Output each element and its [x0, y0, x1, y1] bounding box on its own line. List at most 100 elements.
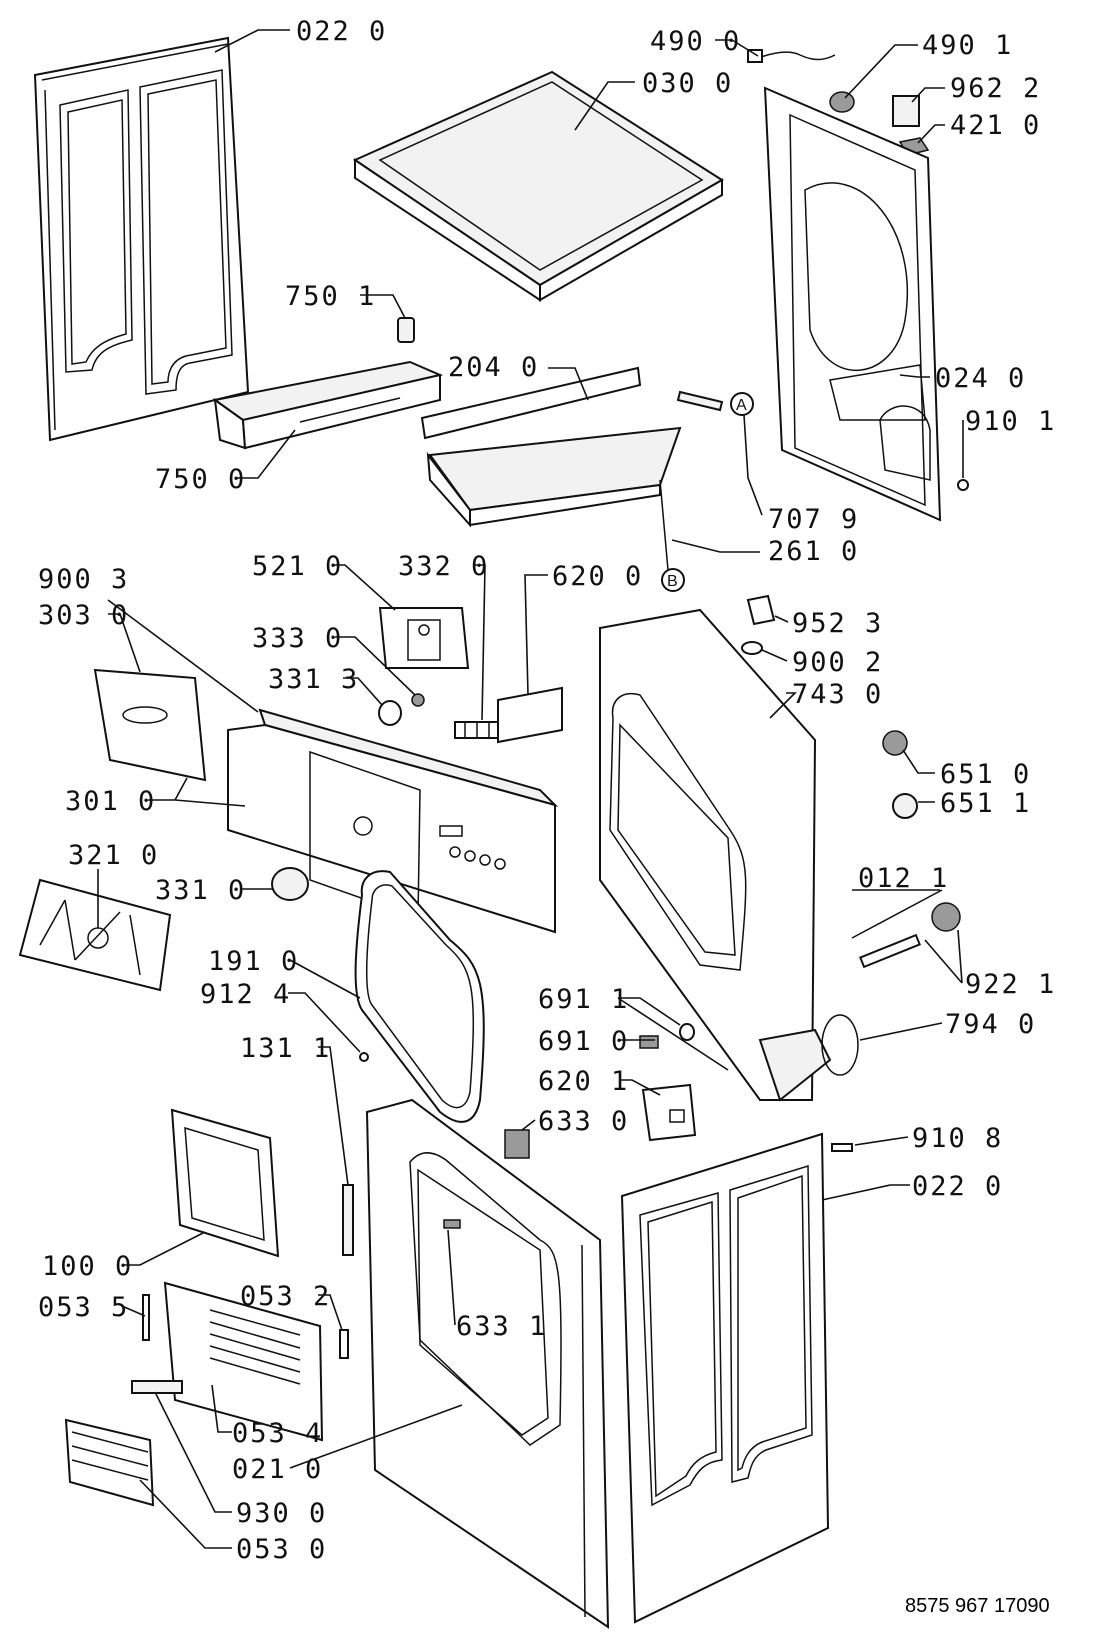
control-board: [497, 686, 563, 744]
callout-794-0: 794 0: [945, 1009, 1036, 1040]
knob-ring: [378, 700, 402, 726]
callout-910-8: 910 8: [912, 1123, 1003, 1154]
drum-shaft: [851, 889, 961, 969]
callout-012-1: 012 1: [858, 863, 949, 894]
screw-912-4: [359, 1052, 369, 1062]
callout-633-0: 633 0: [538, 1106, 629, 1137]
cap: [397, 317, 415, 343]
ring-691-1: [679, 1023, 695, 1041]
callout-131-1: 131 1: [240, 1033, 331, 1064]
kickplate-grille: [163, 1281, 324, 1442]
label-part: [892, 95, 920, 127]
callout-691-0: 691 0: [538, 1026, 629, 1057]
callout-691-1: 691 1: [538, 984, 629, 1015]
callout-900-3: 900 3: [38, 564, 129, 595]
callout-490-1: 490 1: [922, 30, 1013, 61]
latch-930-0: [131, 1380, 183, 1394]
callout-952-3: 952 3: [792, 608, 883, 639]
back-panel: [763, 86, 942, 522]
callout-053-2: 053 2: [240, 1281, 331, 1312]
callout-261-0: 261 0: [768, 536, 859, 567]
door-seal: [354, 870, 485, 1123]
thermostat: [746, 594, 776, 626]
callout-633-1: 633 1: [456, 1311, 547, 1342]
hinge-053-2: [339, 1329, 349, 1359]
callout-331-0: 331 0: [155, 875, 246, 906]
door-handle-frame: [170, 1108, 280, 1258]
callout-204-0: 204 0: [448, 352, 539, 383]
callout-301-0: 301 0: [65, 786, 156, 817]
side-panel-left: [33, 36, 250, 442]
callout-620-0: 620 0: [552, 561, 643, 592]
callout-332-0: 332 0: [398, 551, 489, 582]
callout-022-0-top: 022 0: [296, 16, 387, 47]
condensate-duct: [420, 366, 682, 571]
front-panel: [365, 1098, 610, 1629]
control-module: [641, 1083, 697, 1142]
callout-750-0: 750 0: [155, 464, 246, 495]
callout-620-1: 620 1: [538, 1066, 629, 1097]
sensor-691-0: [639, 1035, 659, 1049]
callout-421-0: 421 0: [950, 110, 1041, 141]
leader-lines: [97, 29, 964, 1549]
button-set: [454, 721, 504, 739]
callout-930-0: 930 0: [236, 1498, 327, 1529]
switch-part: [411, 693, 425, 707]
control-bracket: [378, 607, 470, 669]
front-shield: [599, 608, 832, 1102]
control-panel: [227, 708, 559, 934]
door-hinge: [342, 1184, 354, 1256]
screw-910-8: [831, 1143, 853, 1152]
power-cord: [747, 49, 836, 63]
clip-900-2: [741, 641, 763, 655]
screw-910-1: [957, 479, 969, 491]
callout-922-1: 922 1: [965, 969, 1056, 1000]
belt-ring: [821, 1014, 859, 1076]
callout-962-2: 962 2: [950, 73, 1041, 104]
callout-100-0: 100 0: [42, 1251, 133, 1282]
callout-053-5: 053 5: [38, 1292, 129, 1323]
hose: A: [676, 390, 754, 416]
filter-panel: [18, 878, 172, 992]
callout-labels: 022 0 030 0 490 0 490 1 962 2 421 0 750 …: [38, 16, 1056, 1565]
callout-910-1: 910 1: [965, 406, 1056, 437]
pump-ring: [892, 793, 918, 819]
striker-633-1: [443, 1219, 461, 1229]
callout-651-1: 651 1: [940, 788, 1031, 819]
water-container: [212, 360, 444, 450]
drawing-number: 8575 967 17090: [905, 1595, 1050, 1617]
top-lid: [352, 70, 724, 302]
callout-022-0-bottom: 022 0: [912, 1171, 1003, 1202]
callout-053-4: 053 4: [232, 1418, 323, 1449]
drawer-cover: [93, 668, 207, 782]
cord-grommet: [829, 91, 855, 113]
callout-321-0: 321 0: [68, 840, 159, 871]
callout-651-0: 651 0: [940, 759, 1031, 790]
marker-b: B: [661, 568, 685, 592]
callout-490-0: 490 0: [650, 26, 741, 57]
side-panel-right: [620, 1132, 830, 1624]
callout-021-0: 021 0: [232, 1454, 323, 1485]
pin-053-5: [142, 1294, 150, 1341]
svg-text:B: B: [667, 573, 678, 590]
callout-912-4: 912 4: [200, 979, 291, 1010]
callout-053-0: 053 0: [236, 1534, 327, 1565]
callout-521-0: 521 0: [252, 551, 343, 582]
callout-707-9: 707 9: [768, 504, 859, 535]
pump-cap: [882, 730, 908, 756]
marker-a: A: [736, 397, 747, 414]
callout-191-0: 191 0: [208, 946, 299, 977]
callout-900-2: 900 2: [792, 647, 883, 678]
callout-750-1: 750 1: [285, 281, 376, 312]
callout-303-0: 303 0: [38, 600, 129, 631]
program-knob: [271, 867, 309, 901]
callout-030-0: 030 0: [642, 68, 733, 99]
callout-024-0: 024 0: [935, 363, 1026, 394]
callout-331-3: 331 3: [268, 664, 359, 695]
grille-053-0: [64, 1418, 155, 1507]
callout-333-0: 333 0: [252, 623, 343, 654]
callout-743-0: 743 0: [792, 679, 883, 710]
door-lock: [504, 1129, 530, 1159]
